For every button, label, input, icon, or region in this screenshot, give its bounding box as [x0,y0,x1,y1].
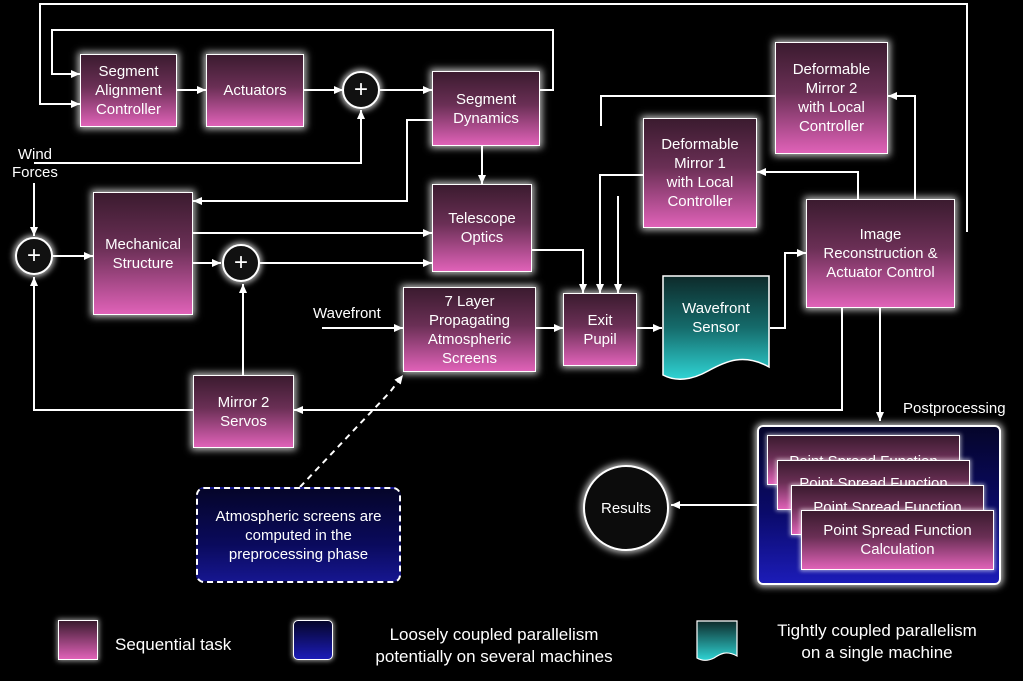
legend-sequential-swatch [58,620,98,660]
mechanical-structure-block: Mechanical Structure [93,192,193,315]
sum-junction-mirror: + [222,244,260,282]
legend-tightly-label: Tightly coupled parallelism on a single … [777,621,977,662]
deformable-mirror2-block: Deformable Mirror 2 with Local Controlle… [775,42,888,154]
legend-sequential-label: Sequential task [115,635,232,654]
sum-junction-segment: + [342,71,380,109]
atmospheric-screens-block: 7 Layer Propagating Atmospheric Screens [403,287,536,372]
wavefront-sensor-block: Wavefront Sensor [662,275,770,383]
exit-pupil-block: Exit Pupil [563,293,637,366]
legend-tightly-swatch [696,620,738,662]
mirror2-servos-block: Mirror 2 Servos [193,375,294,448]
legend-loosely-label: Loosely coupled parallelism potentially … [375,625,613,666]
postprocessing-panel: Point Spread Function Point Spread Funct… [757,425,1001,585]
legend-tightly-shape [696,620,738,661]
actuators-block: Actuators [206,54,304,127]
wind-forces-label: Wind Forces [12,146,58,181]
deformable-mirror1-block: Deformable Mirror 1 with Local Controlle… [643,118,757,228]
telescope-optics-block: Telescope Optics [432,184,532,272]
segment-dynamics-block: Segment Dynamics [432,71,540,146]
wavefront-sensor-label: Wavefront Sensor [682,300,750,336]
image-reconstruction-block: Image Reconstruction & Actuator Control [806,199,955,308]
psf-card-4: Point Spread Function Calculation [801,510,994,570]
postprocessing-label: Postprocessing [903,400,1006,417]
wavefront-sensor-shape [662,275,770,380]
segment-alignment-controller-block: Segment Alignment Controller [80,54,177,127]
wavefront-input-label: Wavefront [313,305,381,322]
preprocessing-note: Atmospheric screens are computed in the … [196,487,401,583]
results-node: Results [583,465,669,551]
sum-junction-wind: + [15,237,53,275]
legend-loosely-swatch [293,620,333,660]
